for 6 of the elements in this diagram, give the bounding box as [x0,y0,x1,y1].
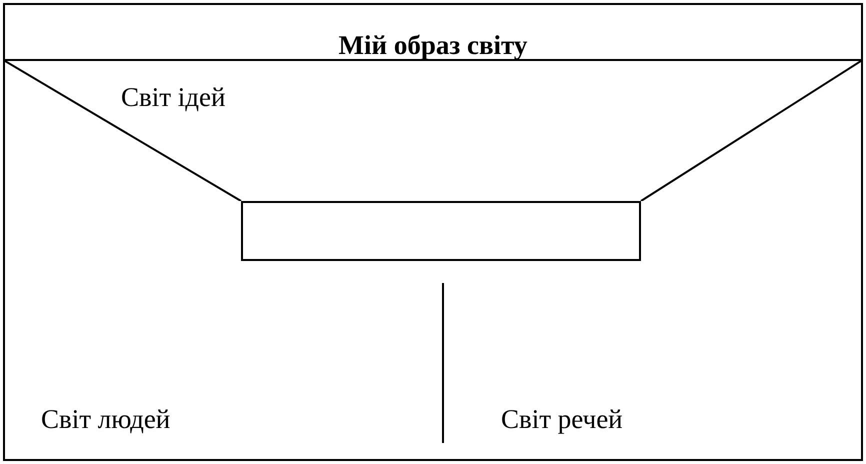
region-label: Світ ідей [121,83,226,113]
title-band: Мій образ світу [5,5,861,61]
region-label: Світ людей [41,405,170,435]
outer-frame [3,3,863,461]
empty-box [241,201,641,261]
region-label: Світ речей [501,405,623,435]
